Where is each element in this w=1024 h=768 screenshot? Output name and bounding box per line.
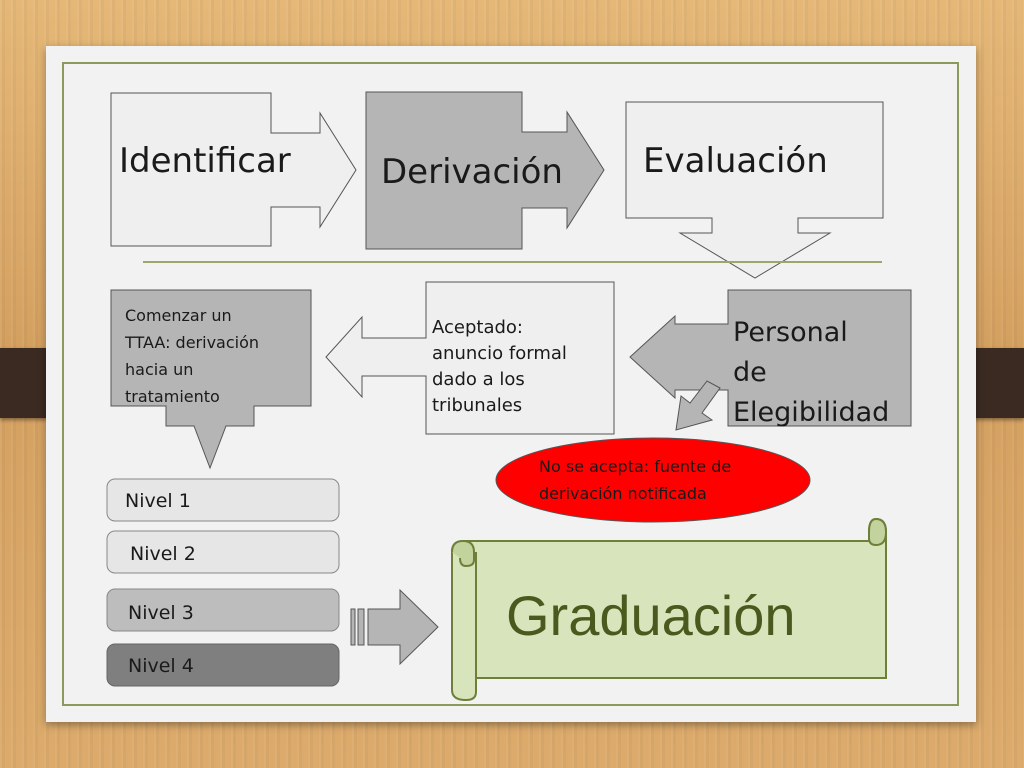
aceptado-line-1: Aceptado: (432, 317, 523, 338)
graduacion-title: Graduación (506, 584, 796, 647)
personal-line-3: Elegibilidad (733, 397, 890, 428)
comenzar-line-4: tratamiento (125, 387, 220, 406)
level-1-label: Nivel 1 (125, 490, 191, 512)
level-1-box (106, 478, 340, 522)
aceptado-step-shape (325, 281, 615, 435)
evaluacion-step-shape (625, 101, 884, 279)
personal-line-2: de (733, 357, 767, 388)
derivacion-label: Derivación (381, 152, 563, 192)
derivacion-step-shape (365, 91, 605, 250)
comenzar-step-shape (110, 289, 312, 470)
comenzar-line-3: hacia un (125, 360, 194, 379)
identificar-step-shape (110, 92, 357, 247)
no-acepta-text: No se acepta: fuente de derivación notif… (539, 453, 731, 507)
no-acepta-line-1: No se acepta: fuente de (539, 457, 732, 476)
identificar-label: Identificar (119, 141, 291, 181)
aceptado-line-3: dado a los (432, 369, 525, 390)
personal-elegibilidad-shape (629, 289, 912, 427)
graduation-arrow (350, 588, 439, 666)
comenzar-line-2: TTAA: derivación (125, 333, 260, 352)
level-2-label: Nivel 2 (130, 543, 196, 565)
comenzar-line-1: Comenzar un (125, 306, 232, 325)
aceptado-text: Aceptado: anuncio formal dado a los trib… (432, 315, 567, 419)
aceptado-line-2: anuncio formal (432, 343, 567, 364)
rejection-arrow-shape (675, 380, 721, 431)
level-3-label: Nivel 3 (128, 602, 194, 624)
level-4-label: Nivel 4 (128, 655, 194, 677)
slide-frame (62, 62, 959, 706)
personal-line-1: Personal (733, 317, 848, 348)
evaluacion-label: Evaluación (643, 141, 828, 181)
level-4-box (106, 643, 340, 687)
level-3-box (106, 588, 340, 632)
graduacion-scroll (451, 517, 888, 702)
aceptado-line-4: tribunales (432, 395, 523, 416)
level-2-box (106, 530, 340, 574)
no-acepta-oval (495, 437, 811, 523)
comenzar-text: Comenzar un TTAA: derivación hacia un tr… (125, 302, 259, 410)
no-acepta-line-2: derivación notificada (539, 484, 707, 503)
personal-elegibilidad-text: Personal de Elegibilidad (733, 313, 889, 433)
